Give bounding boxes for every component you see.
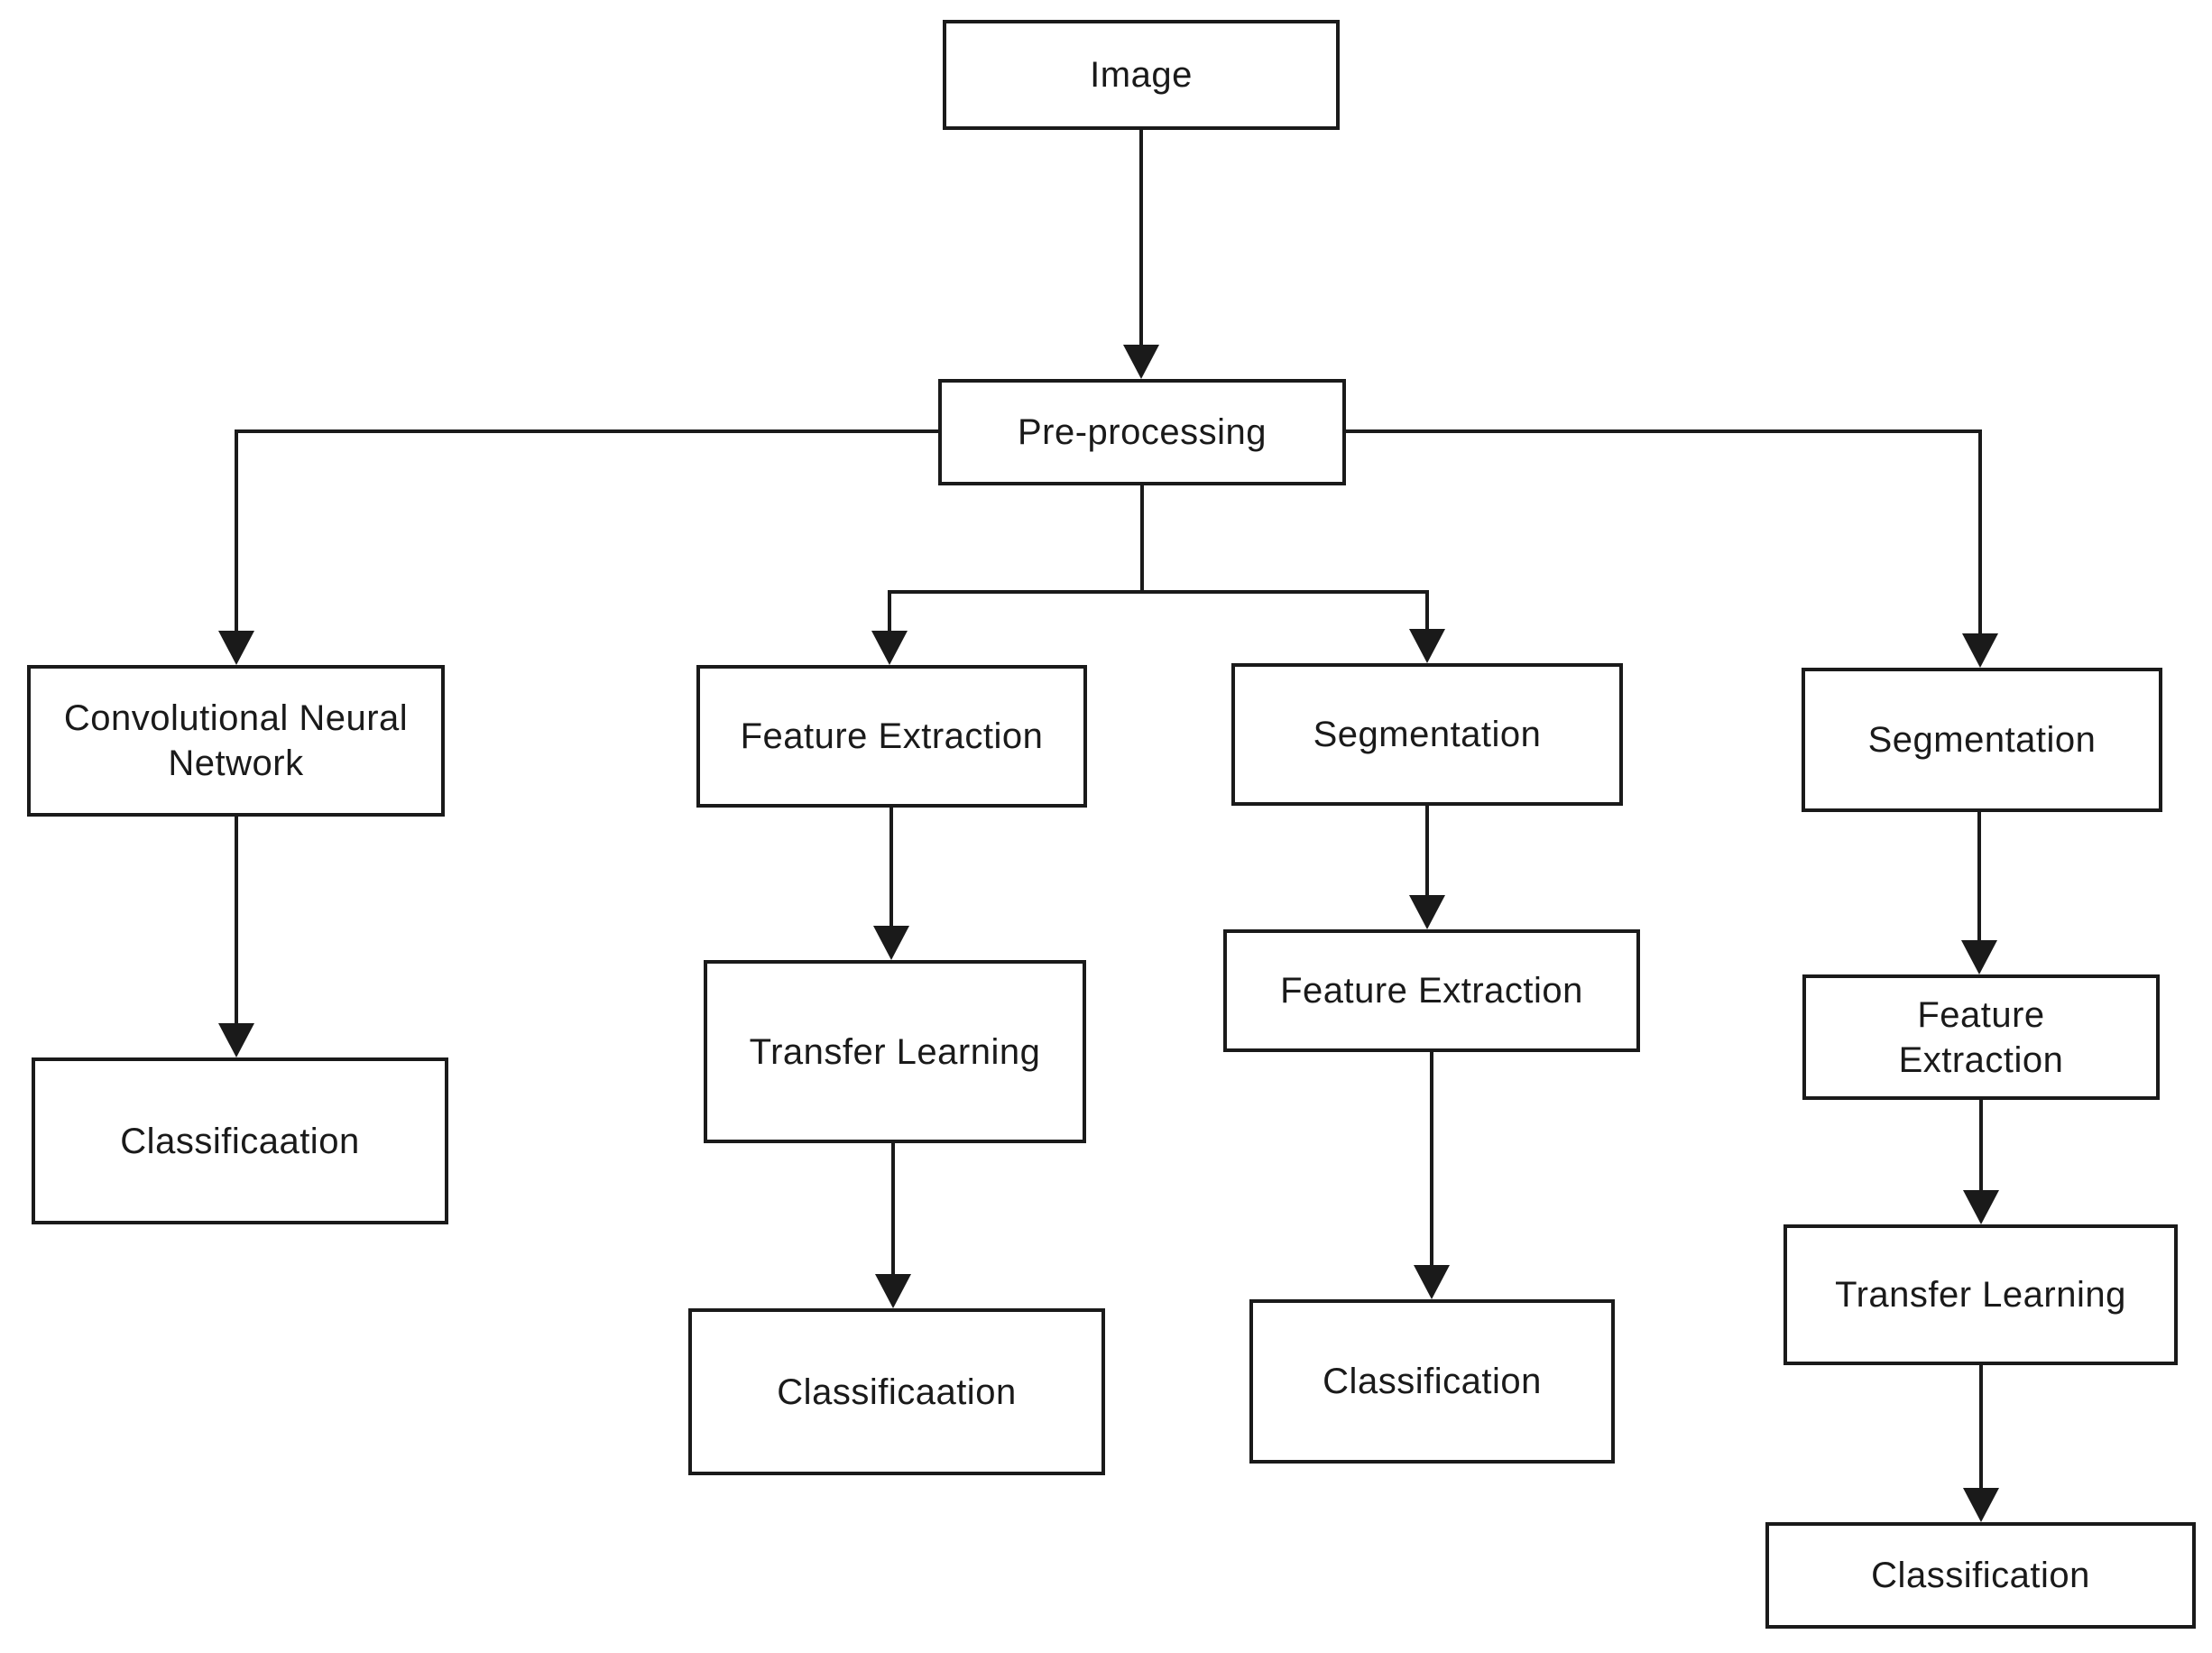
arrow-down-icon xyxy=(1961,940,1997,974)
node-transfer-learning-branch2: Transfer Learning xyxy=(704,960,1086,1143)
node-image: Image xyxy=(943,20,1340,130)
arrow-down-icon xyxy=(871,631,908,665)
arrow-down-icon xyxy=(1123,345,1159,379)
connector-middle-branch-left-vline xyxy=(888,590,891,631)
connector-preprocessing-middle-stem xyxy=(1140,485,1144,594)
node-segmentation-branch4: Segmentation xyxy=(1802,668,2162,812)
node-feature-extraction-branch2: Feature Extraction xyxy=(696,665,1087,808)
node-pre-processing: Pre-processing xyxy=(938,379,1346,485)
node-segmentation-branch3: Segmentation xyxy=(1231,663,1623,806)
connector-tl2-classif2-line xyxy=(891,1143,895,1274)
arrow-down-icon xyxy=(218,1023,254,1057)
connector-preprocessing-cnn-vline xyxy=(235,429,238,631)
arrow-down-icon xyxy=(218,631,254,665)
connector-cnn-classification-line xyxy=(235,817,238,1023)
arrow-down-icon xyxy=(1963,1488,1999,1522)
arrow-down-icon xyxy=(873,926,909,960)
arrow-down-icon xyxy=(1963,1190,1999,1224)
connector-fe4-tl4-line xyxy=(1979,1100,1983,1190)
connector-middle-branch-right-vline xyxy=(1425,590,1429,629)
connector-image-preprocessing-line xyxy=(1139,130,1143,346)
arrow-down-icon xyxy=(1409,895,1445,929)
node-feature-extraction-branch4: Feature Extraction xyxy=(1802,974,2160,1100)
arrow-down-icon xyxy=(1409,629,1445,663)
arrow-down-icon xyxy=(1962,633,1998,668)
connector-fe3-classif3-line xyxy=(1430,1052,1433,1265)
connector-preprocessing-cnn-hline xyxy=(236,429,938,433)
connector-preprocessing-seg4-hline xyxy=(1346,429,1982,433)
node-feature-extraction-branch3: Feature Extraction xyxy=(1223,929,1640,1052)
node-classification-branch4: Classification xyxy=(1765,1522,2196,1629)
arrow-down-icon xyxy=(875,1274,911,1308)
node-classification-branch2: Classificaation xyxy=(688,1308,1105,1475)
node-classification-cnn-branch: Classificaation xyxy=(32,1057,448,1224)
connector-tl4-classif4-line xyxy=(1979,1365,1983,1488)
connector-middle-branch-hline xyxy=(888,590,1429,594)
node-convolutional-neural-network: Convolutional Neural Network xyxy=(27,665,445,817)
connector-fe2-tl2-line xyxy=(889,808,893,926)
connector-seg4-fe4-line xyxy=(1977,812,1981,940)
connector-preprocessing-seg4-vline xyxy=(1978,429,1982,633)
arrow-down-icon xyxy=(1414,1265,1450,1299)
connector-seg3-fe3-line xyxy=(1425,806,1429,895)
node-transfer-learning-branch4: Transfer Learning xyxy=(1783,1224,2178,1365)
node-classification-branch3: Classification xyxy=(1249,1299,1615,1464)
